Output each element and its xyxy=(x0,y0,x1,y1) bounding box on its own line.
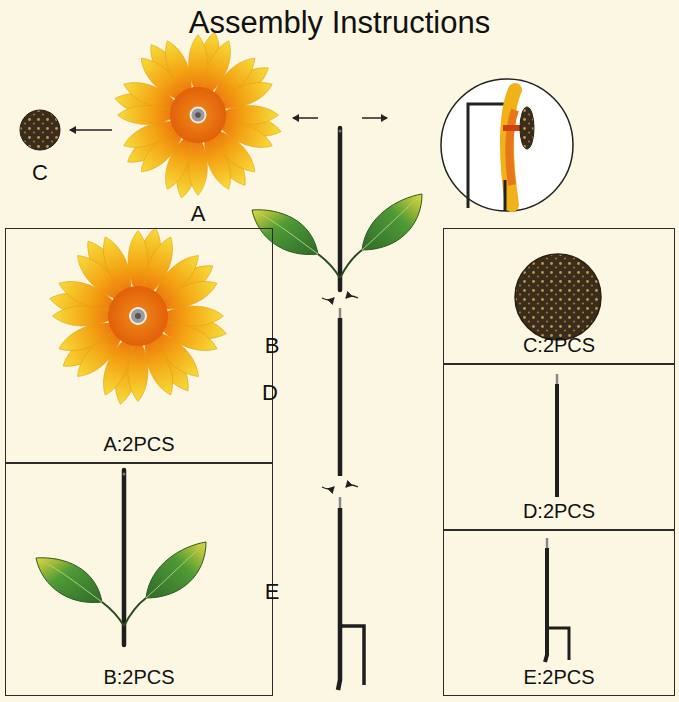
part-letter: B xyxy=(265,335,280,357)
part-letter: D xyxy=(262,382,278,404)
part-count: A:2PCS xyxy=(103,432,174,456)
part-count: C:2PCS xyxy=(523,333,595,357)
part-box: B:2PCS xyxy=(5,463,273,696)
part-box: C:2PCS xyxy=(443,228,675,364)
part-count: E:2PCS xyxy=(523,665,594,689)
part-count: B:2PCS xyxy=(103,665,174,689)
part-box: E:2PCS xyxy=(443,530,675,696)
diagram-title: Assembly Instructions xyxy=(0,4,679,41)
part-count: D:2PCS xyxy=(523,499,595,523)
part-box: A:2PCS xyxy=(5,228,273,463)
part-letter: C xyxy=(32,162,48,184)
part-letter: A xyxy=(191,203,206,225)
part-letter: E xyxy=(265,581,280,603)
part-box: D:2PCS xyxy=(443,364,675,530)
